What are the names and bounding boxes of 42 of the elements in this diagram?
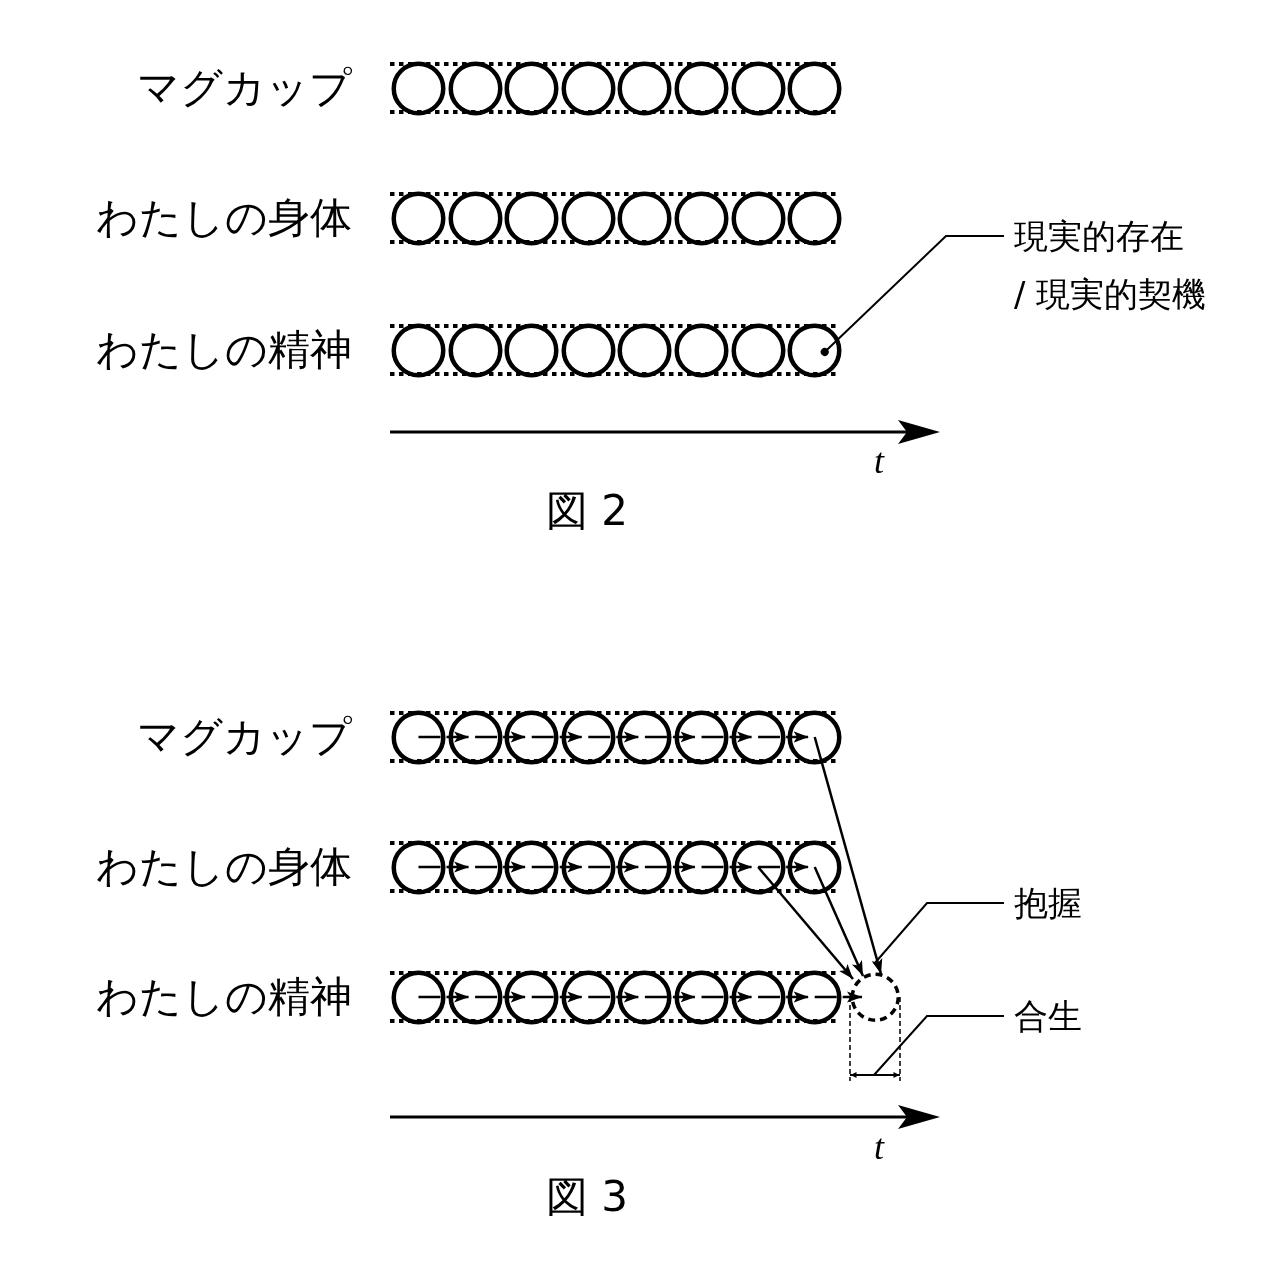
arrow [814,991,862,1003]
callout-label: 抱握 [1014,874,1082,932]
arrow [418,731,470,743]
arrow [418,861,470,873]
arrow [757,866,854,980]
arrow [758,731,809,743]
figure-caption: 図 3 [546,1173,629,1221]
row-label: わたしの身体 [96,841,352,893]
leader-line [873,902,1005,965]
arrow [475,991,526,1003]
arrow [813,736,883,975]
row-label: わたしの精神 [96,324,352,376]
row-label: わたしの身体 [96,192,352,244]
axis-label: t [874,1126,884,1169]
arrow [418,991,470,1003]
arrow [588,731,639,743]
arrow [588,861,639,873]
axis-label: t [874,440,884,483]
leader-line [820,235,1005,356]
row-label: マグカップ [137,711,352,763]
figure-caption: 図 2 [546,487,629,535]
arrow [701,731,753,743]
row-label: わたしの精神 [96,971,352,1023]
callout-label: 合生 [1014,987,1082,1045]
arrow [758,861,809,873]
leader-line [873,1015,1005,1076]
arrow [701,991,753,1003]
arrow [813,866,865,977]
arrow [758,991,809,1003]
arrow [531,731,583,743]
row-label: マグカップ [137,62,352,114]
arrow [701,861,753,873]
arrow [531,861,583,873]
arrow [475,731,526,743]
arrow [475,861,526,873]
callout-label: / 現実的契機 [1014,273,1207,316]
arrow [644,991,696,1003]
arrow [644,861,696,873]
arrow [644,731,696,743]
arrow [588,991,639,1003]
arrow [531,991,583,1003]
callout-label: 現実的存在 [1014,215,1184,258]
